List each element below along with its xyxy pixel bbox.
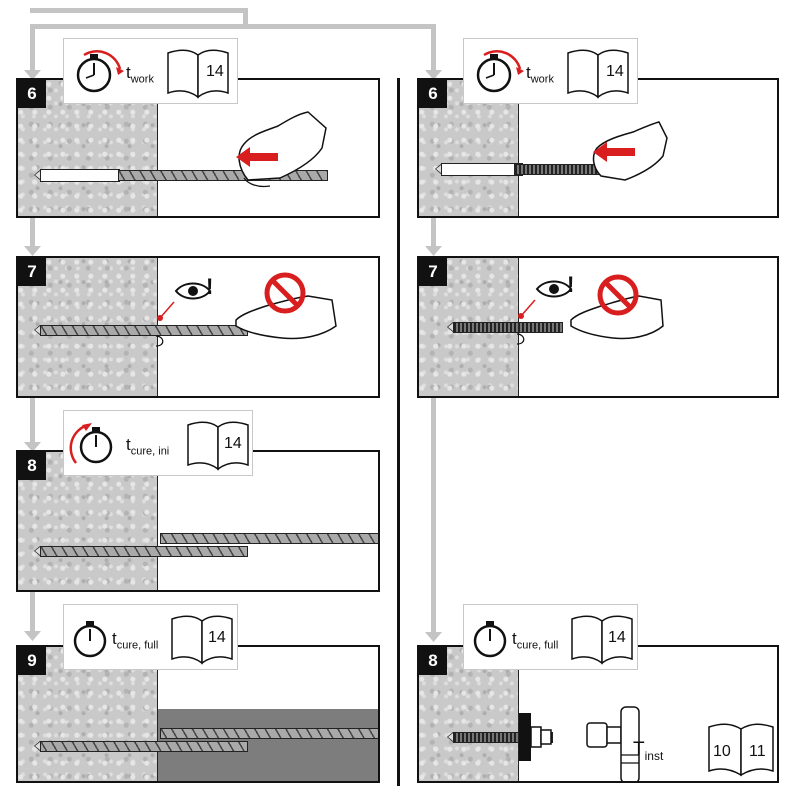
right-step-7-panel: 7 !: [417, 256, 779, 398]
cure-ini-time-label: tcure, ini: [126, 435, 170, 458]
flow-connector-left-2: [30, 216, 35, 250]
book-icon: [167, 49, 229, 99]
rod-tip: [435, 164, 441, 174]
left-step-8-info: tcure, ini 14: [63, 410, 253, 476]
no-touch-icon: [597, 274, 639, 316]
bar-tip: [34, 170, 40, 180]
flow-connector-top: [30, 8, 248, 13]
rebar: [40, 546, 248, 557]
step-number: 8: [419, 647, 447, 675]
right-step-6-info: twork 14: [463, 38, 638, 104]
stopwatch-icon: [476, 50, 524, 93]
step-number: 7: [419, 258, 447, 286]
bar-tip: [34, 546, 40, 556]
stopwatch-icon: [76, 50, 124, 93]
mortar-indicator: [155, 301, 175, 347]
column-divider: [397, 78, 400, 786]
bar-tip: [34, 325, 40, 335]
fixture-plate: [519, 713, 552, 761]
threaded-rod: [453, 732, 553, 743]
work-time-label: twork: [126, 63, 154, 86]
book-icon: [708, 723, 774, 777]
warning-mark: !: [206, 274, 214, 299]
bar-tip: [34, 741, 40, 751]
arrow-left-icon: [236, 147, 278, 167]
hand-icon: [235, 295, 337, 340]
cure-full-time-label: tcure, full: [112, 629, 159, 652]
step-number: 6: [18, 80, 46, 108]
drill-hole: [441, 163, 523, 176]
no-touch-icon: [264, 272, 306, 314]
rod-tip: [447, 732, 453, 742]
manual-page-ref: 14: [608, 629, 626, 646]
book-icon: [567, 49, 629, 99]
flow-connector-right-1: [431, 24, 436, 74]
stopwatch-icon: [73, 621, 107, 658]
manual-page-ref: 14: [606, 63, 624, 80]
cure-full-time-label: tcure, full: [512, 629, 559, 652]
step-number: 8: [18, 452, 46, 480]
splice-rebar: [160, 533, 378, 544]
hand-icon: [570, 295, 664, 340]
book-icon: [571, 615, 633, 665]
flow-connector-split: [30, 24, 436, 29]
left-step-9-info: tcure, full 14: [63, 604, 238, 670]
flow-connector-left-4: [30, 590, 35, 635]
step-number: 7: [18, 258, 46, 286]
book-icon: [171, 615, 233, 665]
manual-page-ref-1: 10: [713, 743, 731, 760]
torque-wrench-icon: [586, 706, 640, 781]
eye-icon: [174, 282, 212, 300]
threaded-rod: [453, 322, 563, 333]
flow-connector-right-3: [431, 396, 436, 636]
rebar: [118, 170, 328, 181]
left-step-7-panel: 7 !: [16, 256, 380, 398]
book-icon: [187, 421, 249, 471]
manual-page-ref: 14: [208, 629, 226, 646]
hand-icon: [238, 111, 327, 188]
rebar: [40, 741, 248, 752]
warning-mark: !: [567, 272, 575, 297]
rebar: [40, 325, 248, 336]
stopwatch-icon: [473, 621, 507, 658]
step-number: 9: [18, 647, 46, 675]
splice-rebar: [160, 728, 378, 739]
eye-icon: [535, 280, 573, 298]
step-number: 6: [419, 80, 447, 108]
flow-connector-top-drop: [243, 8, 248, 28]
installation-torque-label: Tinst: [633, 739, 664, 763]
flow-connector-left-1: [30, 24, 35, 74]
flow-connector-right-2: [431, 216, 436, 250]
right-step-8-info: tcure, full 14: [463, 604, 638, 670]
mortar-indicator: [516, 299, 536, 345]
stopwatch-icon: [69, 423, 113, 464]
left-step-6-info: twork 14: [63, 38, 238, 104]
manual-page-ref-2: 11: [749, 743, 766, 760]
rod-tip: [447, 322, 453, 332]
manual-page-ref: 14: [206, 63, 224, 80]
manual-page-ref: 14: [224, 435, 242, 452]
arrow-left-icon: [593, 142, 635, 162]
flow-connector-left-3: [30, 396, 35, 446]
work-time-label: twork: [526, 63, 554, 86]
drill-hole: [40, 169, 120, 182]
